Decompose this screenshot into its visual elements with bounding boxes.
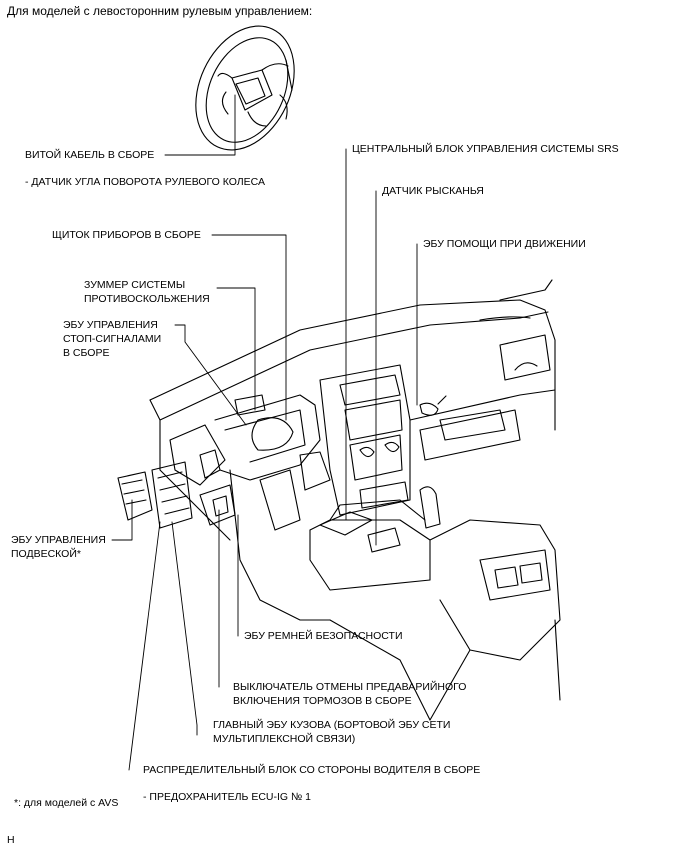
label-body-ecu-1: ГЛАВНЫЙ ЭБУ КУЗОВА (БОРТОВОЙ ЭБУ СЕТИ — [213, 719, 451, 731]
label-junction-block: РАСПРЕДЕЛИТЕЛЬНЫЙ БЛОК СО СТОРОНЫ ВОДИТЕ… — [143, 764, 481, 776]
label-precrash-2: ВКЛЮЧЕНИЯ ТОРМОЗОВ В СБОРЕ — [233, 695, 412, 707]
label-fuse: - ПРЕДОХРАНИТЕЛЬ ECU-IG № 1 — [143, 791, 312, 803]
label-body-ecu-2: МУЛЬТИПЛЕКСНОЙ СВЯЗИ) — [213, 733, 356, 745]
label-stop-ecu-2: СТОП-СИГНАЛАМИ — [63, 333, 162, 345]
label-yaw-sensor: ДАТЧИК РЫСКАНЬЯ — [382, 185, 484, 197]
label-spiral-cable: ВИТОЙ КАБЕЛЬ В СБОРЕ — [25, 149, 155, 161]
label-steering-sensor: - ДАТЧИК УГЛА ПОВОРОТА РУЛЕВОГО КОЛЕСА — [25, 176, 266, 188]
label-srs-center: ЦЕНТРАЛЬНЫЙ БЛОК УПРАВЛЕНИЯ СИСТЕМЫ SRS — [352, 143, 619, 155]
dashboard-drawing — [117, 279, 561, 721]
label-suspension-2: ПОДВЕСКОЙ* — [11, 548, 81, 560]
label-precrash-1: ВЫКЛЮЧАТЕЛЬ ОТМЕНЫ ПРЕДАВАРИЙНОГО — [233, 681, 467, 693]
label-seatbelt-ecu: ЭБУ РЕМНЕЙ БЕЗОПАСНОСТИ — [244, 630, 403, 642]
steering-wheel-drawing — [195, 25, 295, 151]
label-buzzer-2: ПРОТИВОСКОЛЬЖЕНИЯ — [84, 293, 210, 305]
label-driving-support: ЭБУ ПОМОЩИ ПРИ ДВИЖЕНИИ — [423, 238, 586, 250]
corner-mark: H — [7, 834, 15, 846]
label-buzzer-1: ЗУММЕР СИСТЕМЫ — [84, 279, 186, 291]
body-ecu-drawing — [151, 461, 193, 529]
label-stop-ecu-1: ЭБУ УПРАВЛЕНИЯ — [63, 319, 158, 331]
leader-lines — [111, 94, 418, 771]
label-stop-ecu-3: В СБОРЕ — [63, 347, 110, 359]
label-combination-meter: ЩИТОК ПРИБОРОВ В СБОРЕ — [52, 229, 201, 241]
footnote: *: для моделей с AVS — [14, 797, 119, 809]
suspension-ecu-drawing — [117, 471, 153, 521]
label-suspension-1: ЭБУ УПРАВЛЕНИЯ — [11, 534, 106, 546]
page-title: Для моделей с левосторонним рулевым упра… — [7, 4, 313, 18]
